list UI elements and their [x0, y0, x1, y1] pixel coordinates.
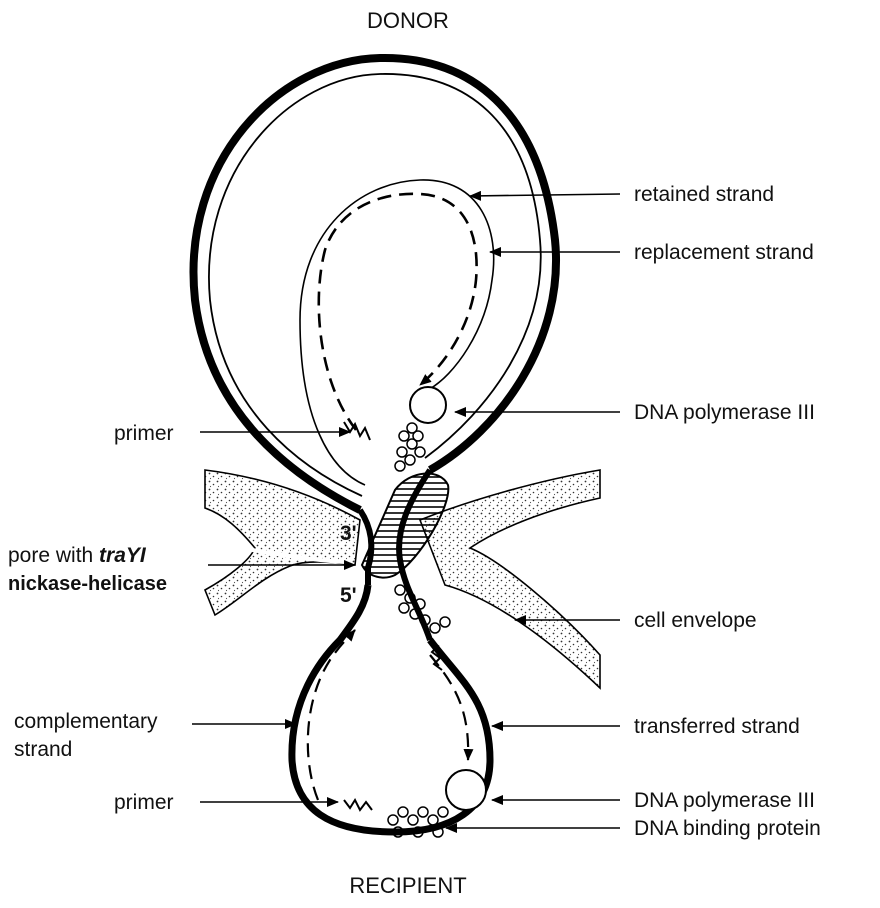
pore-prefix: pore with	[8, 544, 99, 567]
label-dna-polymerase-bottom: DNA polymerase III	[634, 789, 815, 812]
label-primer-bottom: primer	[114, 791, 174, 814]
complementary-strand-dashed	[308, 630, 355, 800]
envelope-right	[420, 470, 600, 688]
label-pore: pore with traYI	[8, 544, 147, 567]
primer-squiggle-top	[344, 422, 370, 440]
retained-strand-loop	[300, 180, 494, 485]
recipient-title: RECIPIENT	[349, 873, 466, 898]
replacement-strand-dashed	[319, 194, 477, 430]
label-dna-binding-protein: DNA binding protein	[634, 817, 821, 840]
label-cell-envelope: cell envelope	[634, 609, 757, 632]
primer-squiggle-bottom	[344, 800, 372, 810]
label-nickase-helicase: nickase-helicase	[8, 573, 167, 595]
label-retained-strand: retained strand	[634, 183, 774, 206]
three-prime-mark: 3'	[340, 522, 357, 545]
pore-italic: traYI	[99, 544, 147, 567]
dna-polymerase-bottom	[446, 770, 486, 810]
dna-polymerase-top	[410, 387, 446, 423]
label-primer-top: primer	[114, 422, 174, 445]
label-complementary-2: strand	[14, 738, 72, 761]
five-prime-mark: 5'	[340, 584, 357, 607]
transferred-inner-dashed	[430, 655, 468, 760]
label-dna-polymerase-top: DNA polymerase III	[634, 401, 815, 424]
donor-title: DONOR	[367, 8, 449, 33]
binding-proteins-top	[395, 423, 425, 471]
label-replacement-strand: replacement strand	[634, 241, 814, 264]
label-complementary-1: complementary	[14, 710, 158, 733]
label-transferred-strand: transferred strand	[634, 715, 800, 738]
envelope-left	[205, 470, 360, 615]
retained-strand-through-pore	[360, 510, 371, 585]
